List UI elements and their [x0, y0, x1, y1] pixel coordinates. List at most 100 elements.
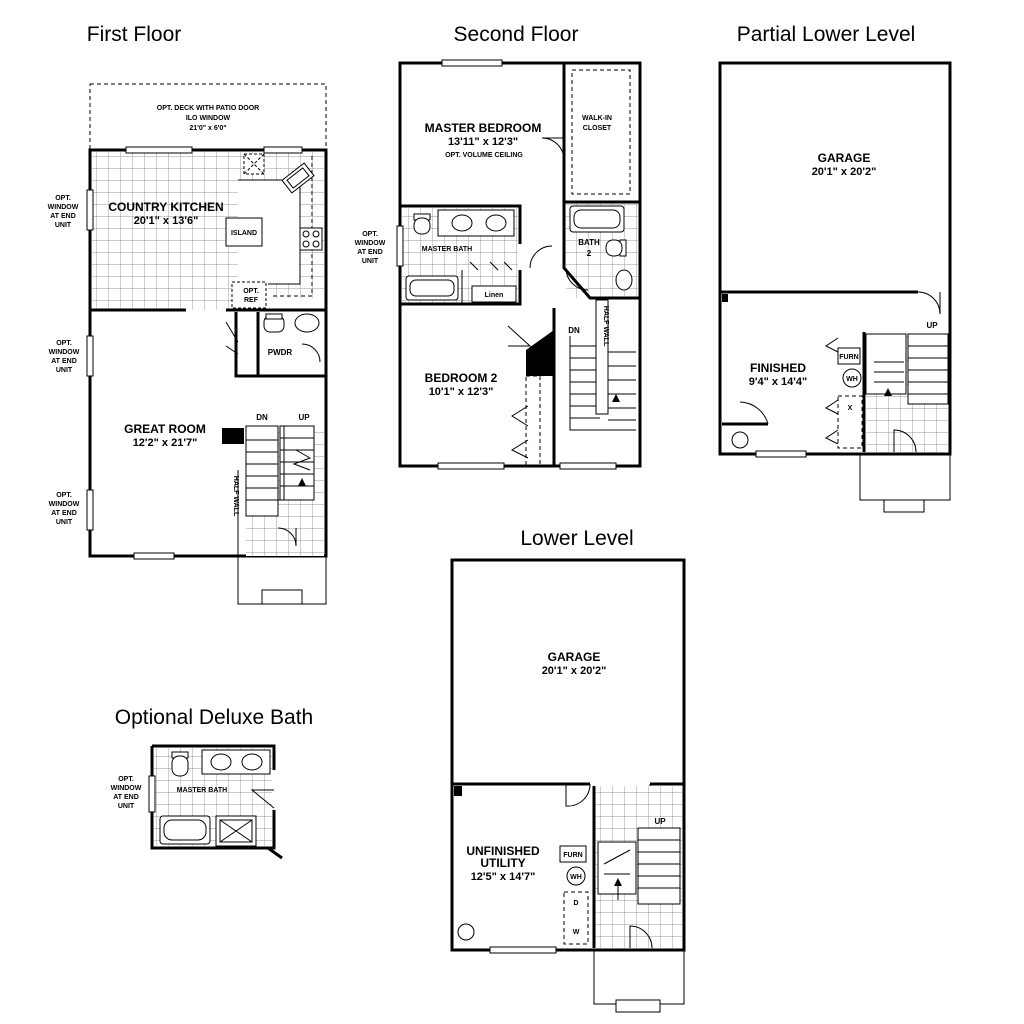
kitchen-dim: 20'1" x 13'6"	[134, 215, 199, 227]
svg-text:OPT.: OPT.	[56, 492, 72, 499]
master-bedroom-note: OPT. VOLUME CEILING	[445, 152, 523, 159]
partial-garage-name: GARAGE	[818, 151, 871, 165]
stair-dn-label: DN	[256, 413, 268, 422]
svg-text:UNIT: UNIT	[362, 258, 379, 265]
walk-in-label-1: WALK-IN	[582, 115, 612, 122]
title-first-floor: First Floor	[87, 23, 182, 46]
washer-label: W	[573, 929, 580, 936]
range-icon	[299, 227, 323, 251]
linen-closet	[471, 285, 517, 303]
lower-garage-name: GARAGE	[548, 650, 601, 664]
second-floor-outer-walls	[398, 61, 642, 468]
svg-text:WINDOW: WINDOW	[48, 204, 79, 211]
deluxe-bath-walls	[152, 744, 276, 770]
linen-label: Linen	[485, 292, 504, 299]
svg-text:UNIT: UNIT	[118, 803, 135, 810]
opt-ref-space	[231, 281, 267, 309]
opt-window-label-b: OPT. WINDOW AT END UNIT	[49, 340, 80, 374]
stair-dn-label-2f: DN	[568, 326, 580, 335]
dryer-label: D	[573, 900, 578, 907]
utility-dim: 12'5" x 14'7"	[471, 871, 536, 883]
utility-name-2: UTILITY	[480, 856, 525, 870]
opt-ref-label-1: OPT.	[243, 288, 259, 295]
finished-dim: 9'4" x 14'4"	[749, 376, 807, 388]
water-heater	[566, 866, 586, 886]
great-room-dim: 12'2" x 21'7"	[133, 437, 198, 449]
toilet-icon	[605, 239, 623, 257]
master-bedroom-name: MASTER BEDROOM	[425, 121, 542, 135]
bath2-label-1: BATH	[578, 238, 600, 247]
water-heater	[842, 368, 862, 388]
opt-window-label-a: OPT. WINDOW AT END UNIT	[48, 195, 79, 229]
sink-icon	[615, 269, 633, 291]
sink-icon	[241, 753, 263, 771]
partial-up-label: UP	[926, 321, 938, 330]
kitchen-name: COUNTRY KITCHEN	[108, 200, 223, 214]
master-bedroom-dim: 13'11" x 12'3"	[448, 136, 518, 148]
svg-text:AT END: AT END	[357, 249, 383, 256]
lower-porch	[593, 950, 685, 1005]
bedroom2-dim: 10'1" x 12'3"	[429, 386, 494, 398]
second-floor-plan: WALK-IN CLOSET MASTER BEDROOM 13'11" x 1…	[355, 59, 642, 470]
stair-up-arrow	[298, 478, 306, 486]
lower-level-plan: GARAGE 20'1" x 20'2" UNFINISHED UTILITY …	[450, 558, 686, 1013]
stair-arrow	[612, 394, 620, 402]
furnace	[559, 845, 587, 863]
powder-room-label: PWDR	[268, 348, 293, 357]
lower-wh-label: WH	[570, 874, 582, 881]
svg-text:OPT.: OPT.	[55, 195, 71, 202]
svg-text:UNIT: UNIT	[56, 367, 73, 374]
partial-porch	[859, 454, 951, 501]
svg-text:OPT.: OPT.	[362, 231, 378, 238]
svg-text:WINDOW: WINDOW	[111, 785, 142, 792]
svg-text:WINDOW: WINDOW	[49, 501, 80, 508]
deck-label-1: OPT. DECK WITH PATIO DOOR	[157, 105, 259, 112]
sink-icon	[294, 313, 320, 333]
sump-icon	[457, 923, 475, 941]
title-optional-deluxe-bath: Optional Deluxe Bath	[115, 706, 313, 729]
opt-ref-label-2: REF	[244, 297, 259, 304]
bedroom2-name: BEDROOM 2	[425, 371, 498, 385]
toilet-icon	[171, 755, 189, 777]
sink-icon	[485, 214, 507, 232]
walk-in-label-2: CLOSET	[583, 125, 612, 132]
opt-window-label-deluxe: OPT. WINDOW AT END UNIT	[111, 776, 142, 810]
lower-up-label: UP	[654, 817, 666, 826]
opt-window-label-2f: OPT. WINDOW AT END UNIT	[355, 231, 386, 265]
bath2-label-2: 2	[587, 249, 592, 258]
svg-text:AT END: AT END	[50, 213, 76, 220]
island-label: ISLAND	[231, 230, 257, 237]
stair-arrow	[614, 878, 622, 886]
furnace	[837, 347, 861, 365]
sink-icon	[281, 162, 315, 194]
great-room-name: GREAT ROOM	[124, 422, 206, 436]
lower-furn-label: FURN	[563, 852, 582, 859]
svg-text:AT END: AT END	[51, 510, 77, 517]
partial-furn-label: FURN	[839, 354, 858, 361]
sink-icon	[210, 753, 232, 771]
opt-window-label-c: OPT. WINDOW AT END UNIT	[49, 492, 80, 526]
stair-arrow	[884, 388, 892, 396]
svg-text:UNIT: UNIT	[56, 519, 73, 526]
half-wall-label-2f: HALF WALL	[602, 306, 609, 347]
title-lower-level: Lower Level	[520, 527, 633, 550]
svg-text:OPT.: OPT.	[118, 776, 134, 783]
sink-icon	[451, 214, 473, 232]
optional-deluxe-bath-plan: MASTER BATH OPT. WINDOW AT END UNIT	[111, 744, 283, 860]
svg-text:WINDOW: WINDOW	[355, 240, 386, 247]
svg-text:OPT.: OPT.	[56, 340, 72, 347]
deluxe-bath-label: MASTER BATH	[177, 787, 227, 794]
sump-icon	[731, 431, 749, 449]
partial-garage-dim: 20'1" x 20'2"	[812, 166, 877, 178]
title-partial-lower-level: Partial Lower Level	[737, 23, 916, 46]
master-bath-label: MASTER BATH	[422, 246, 472, 253]
lower-garage-dim: 20'1" x 20'2"	[542, 665, 607, 677]
partial-lower-level-plan: GARAGE 20'1" x 20'2" FINISHED 9'4" x 14'…	[718, 61, 952, 513]
first-floor-plan: OPT. DECK WITH PATIO DOOR ILO WINDOW 21'…	[48, 83, 328, 605]
svg-text:AT END: AT END	[113, 794, 139, 801]
partial-wh-label: WH	[846, 376, 858, 383]
utility-name-1: UNFINISHED	[466, 844, 540, 858]
stair-up-label: UP	[298, 413, 310, 422]
deck-label-3: 21'0" x 6'0"	[189, 125, 226, 132]
